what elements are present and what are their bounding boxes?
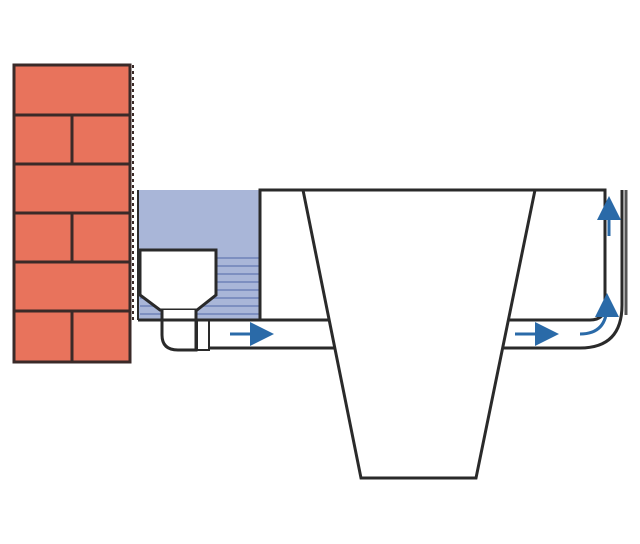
pedestal <box>301 188 537 480</box>
airflow-arrow-curve <box>579 293 619 336</box>
brick-wall <box>12 63 134 364</box>
basin-drain <box>138 248 218 352</box>
air-channel <box>138 190 628 350</box>
